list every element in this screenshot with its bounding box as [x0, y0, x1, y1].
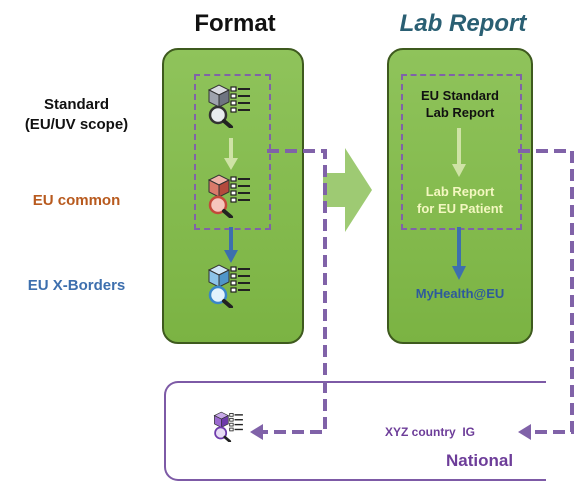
eu-common-row-label: EU common	[32, 192, 121, 209]
national-connector-left	[262, 149, 327, 434]
eu-common-format-icon	[207, 174, 250, 218]
xyz-country-ig-label: XYZ country IG	[385, 425, 476, 439]
format-inner-arrow	[224, 138, 238, 170]
lab-inner-arrow	[452, 128, 466, 177]
format-xborders-arrow	[224, 227, 238, 263]
national-label: National	[446, 451, 514, 470]
national-box	[164, 381, 546, 481]
standard-row-label: Standard (EU/UV scope)	[24, 96, 129, 133]
national-connector-left-head	[250, 424, 263, 440]
lab-report-panel	[387, 48, 533, 344]
eu-standard-lab-report-label: EU Standard Lab Report	[420, 88, 499, 120]
myhealth-eu-label: MyHealth@EU	[415, 286, 505, 301]
lab-report-eu-patient-label: Lab Report for EU Patient	[417, 184, 503, 216]
lab-myhealth-arrow	[452, 227, 466, 280]
standard-format-icon	[207, 84, 250, 128]
national-format-icon	[213, 411, 243, 442]
eu-xborders-row-label: EU X-Borders	[27, 277, 126, 294]
lab-report-column-title: Lab Report	[399, 10, 527, 37]
format-to-lab-arrow	[323, 148, 372, 232]
format-column-title: Format	[194, 10, 276, 37]
national-connector-right	[518, 149, 574, 434]
national-connector-right-head	[518, 424, 531, 440]
eu-xborders-format-icon	[207, 264, 250, 308]
